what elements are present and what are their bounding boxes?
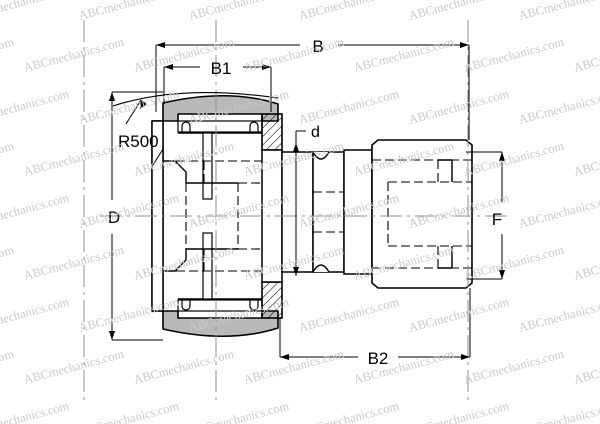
component-roller-set <box>202 132 213 300</box>
dimension-D <box>109 91 163 341</box>
outer-ring-top-profile <box>162 94 279 122</box>
component-roller-raceway-bottom <box>177 298 263 312</box>
dimension-label-F: F <box>492 210 502 229</box>
flange-hatch-bottom <box>261 281 283 319</box>
dimension-label-R500: R500 <box>118 132 159 151</box>
dimension-label-B: B <box>312 37 323 56</box>
component-stud-groove-hidden <box>313 191 344 233</box>
component-thread-solid-edges <box>438 159 453 269</box>
component-roller-raceway-top <box>177 120 263 134</box>
dimension-B2 <box>279 288 471 360</box>
centerlines <box>83 20 510 404</box>
dimension-B1 <box>163 64 272 112</box>
dimension-B <box>155 42 470 140</box>
component-stud-shank <box>281 149 373 275</box>
dimension-d <box>293 130 306 276</box>
component-stud-head <box>371 139 473 289</box>
dimension-R500 <box>112 92 279 166</box>
dimension-label-B1: B1 <box>211 59 232 78</box>
component-inner-ring-solid <box>163 160 238 272</box>
flange-hatch-top <box>261 113 283 151</box>
outer-ring-bottom-profile <box>162 310 279 338</box>
dimension-label-B2: B2 <box>368 349 389 368</box>
dimension-label-d: d <box>311 124 320 141</box>
dimension-F <box>466 151 505 280</box>
dimension-label-D: D <box>108 208 120 227</box>
component-flange-hatched <box>261 113 283 319</box>
